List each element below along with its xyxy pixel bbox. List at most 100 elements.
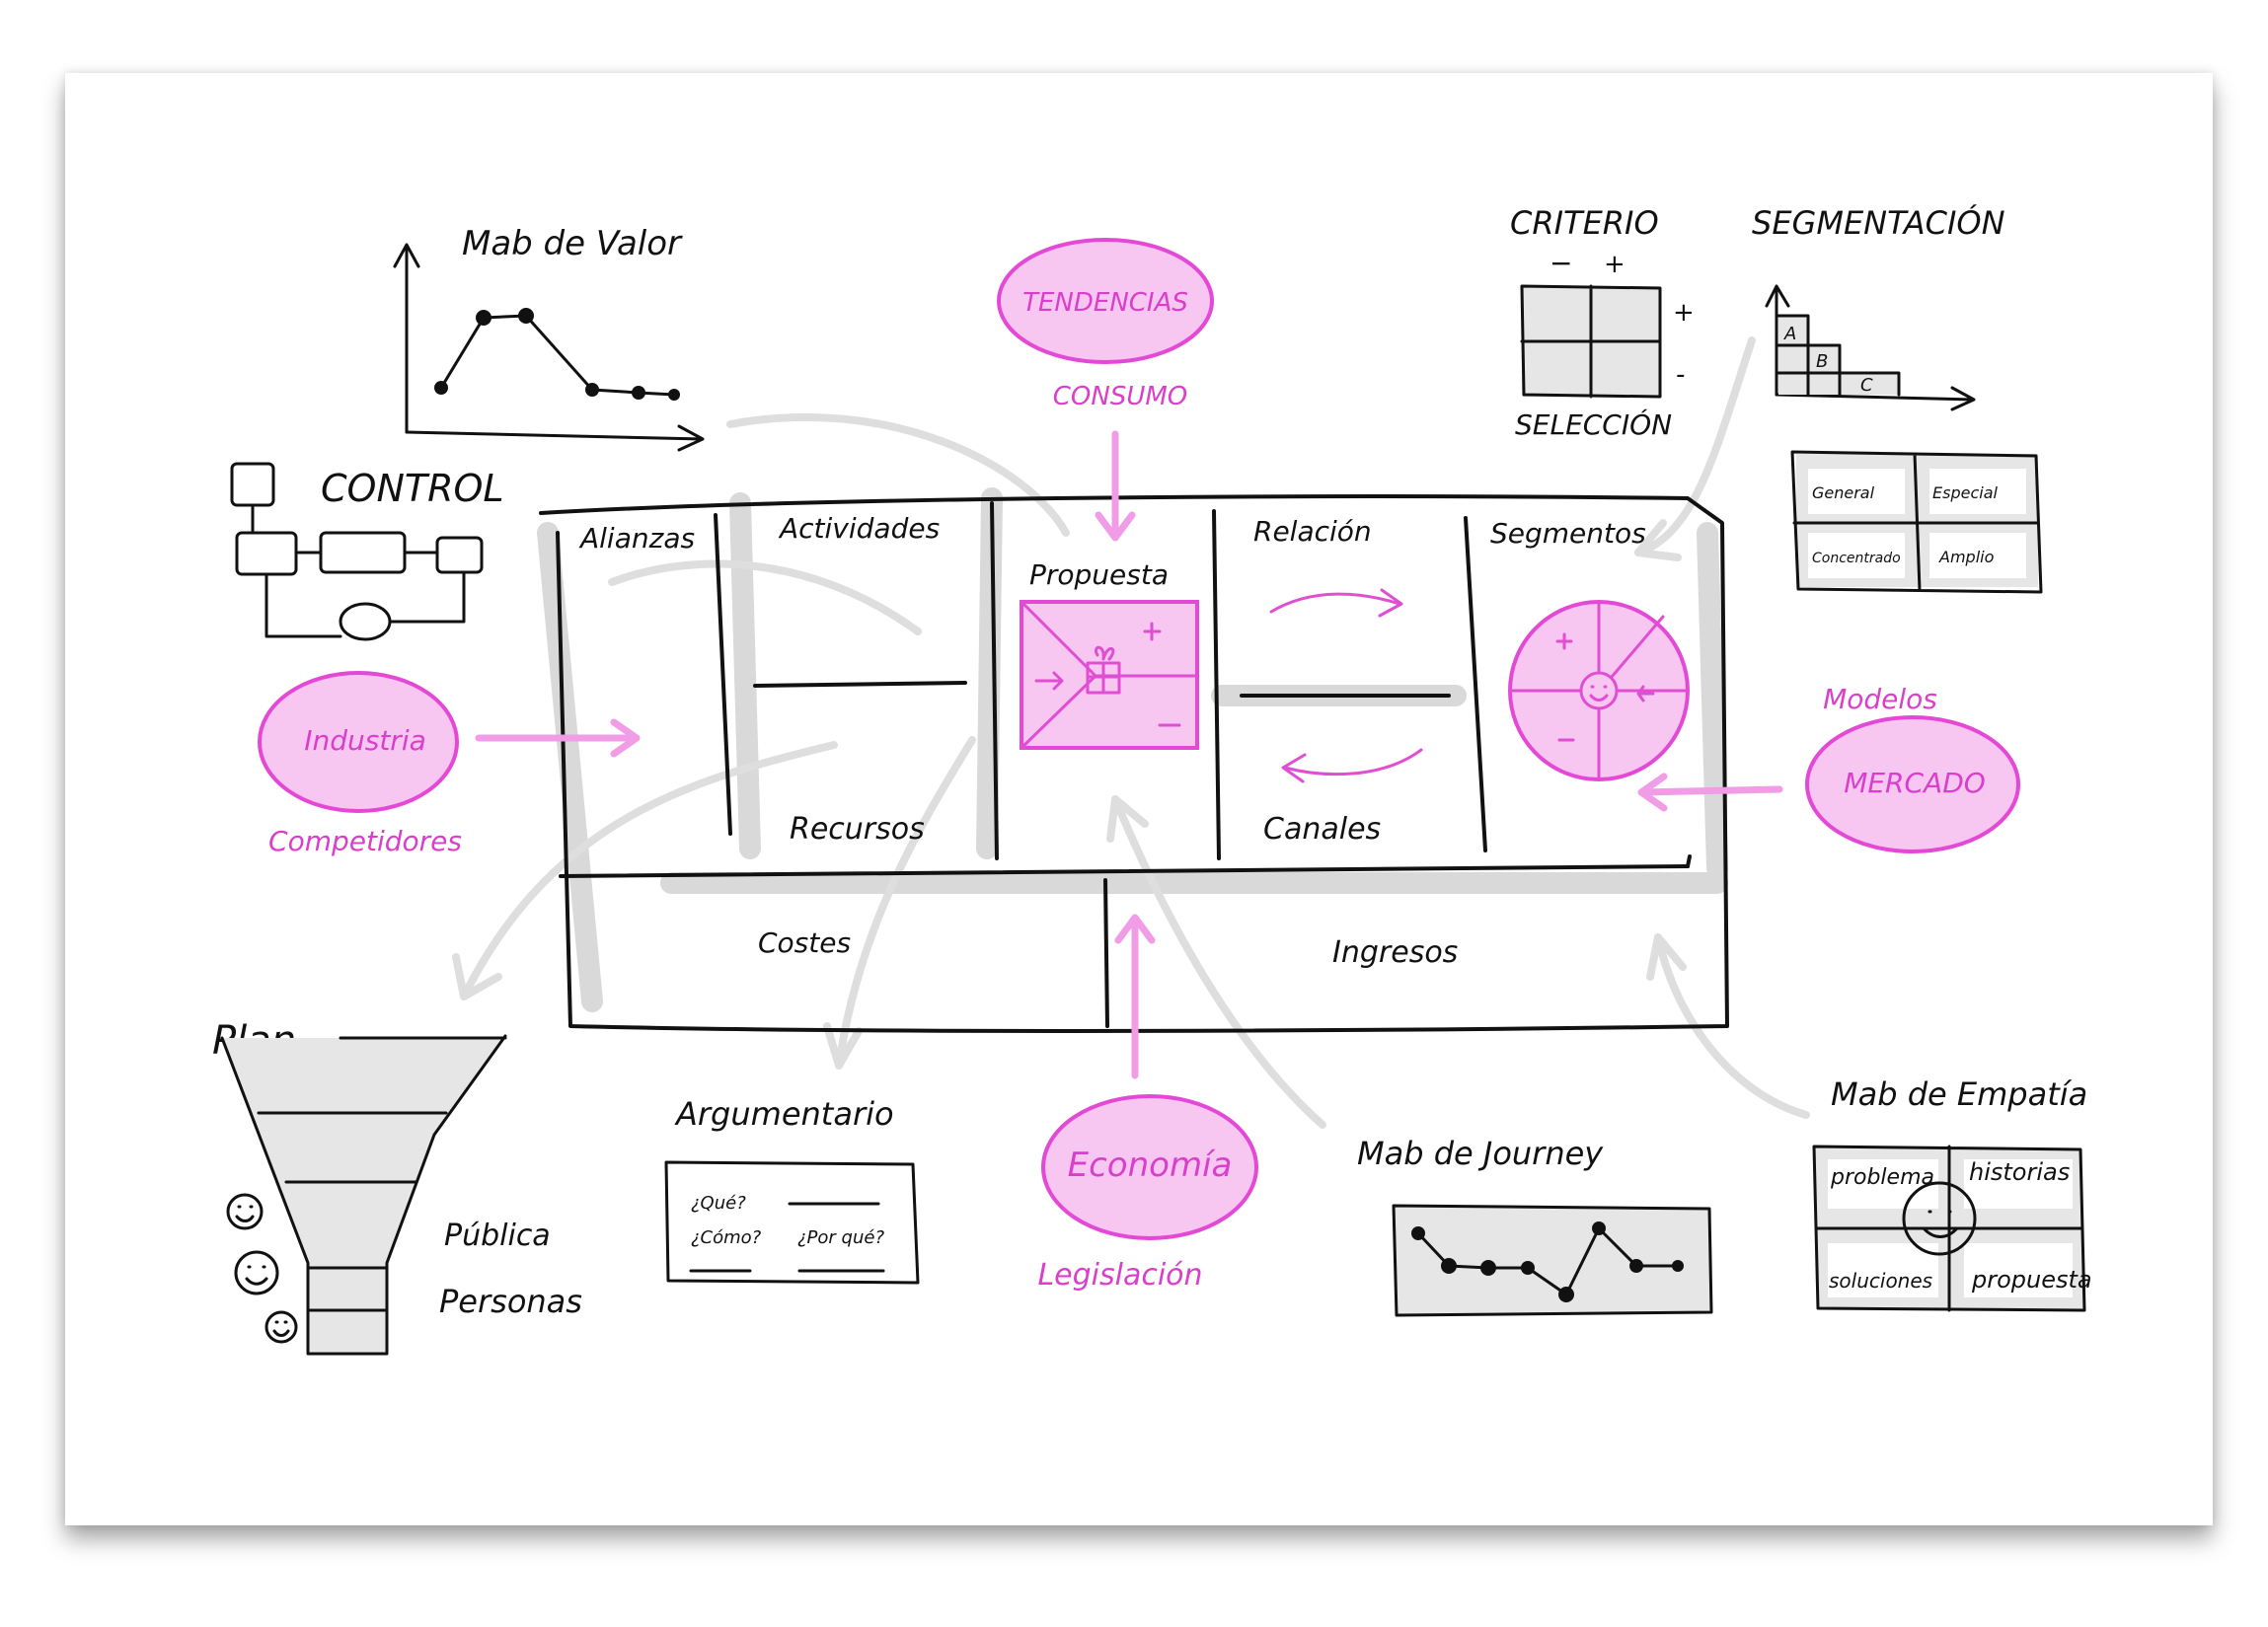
person-face-icon	[226, 1193, 264, 1230]
control-label: CONTROL	[321, 467, 504, 510]
segments-pie-symbols	[1555, 632, 1655, 742]
arguments-lines	[689, 1202, 885, 1273]
empathy-title: Mab de Empatía	[1831, 1075, 2087, 1113]
step-a-shade	[1778, 316, 1808, 395]
value-map-x-axis	[405, 424, 705, 452]
block-activities-label: Actividades	[778, 512, 940, 545]
journey-point	[1672, 1260, 1684, 1272]
trends-arrow-icon	[1095, 430, 1136, 542]
arguments-frame	[664, 1160, 920, 1285]
flow-connectors	[251, 503, 466, 638]
arguments-title: Argumentario	[674, 1095, 894, 1133]
present-bow-icon	[1086, 645, 1121, 695]
market-sub-label: Modelos	[1823, 683, 1937, 715]
flow-node	[235, 531, 298, 576]
journey-point	[1441, 1258, 1457, 1274]
arguments-why: ¿Por qué?	[797, 1227, 884, 1248]
value-map-line	[439, 314, 676, 397]
value-map-point	[585, 383, 599, 397]
segment-cell-especial: Especial	[1932, 483, 1998, 502]
criteria-right-plus: +	[1673, 298, 1695, 328]
segments-face-icon	[1579, 671, 1619, 710]
value-map-title: Mab de Valor	[462, 224, 683, 263]
block-partners-label: Alianzas	[578, 522, 695, 555]
funnel-label-public: Pública	[444, 1219, 551, 1253]
journey-point	[1480, 1260, 1496, 1276]
segment-cell-general: General	[1812, 483, 1875, 502]
segment-cell-bg	[1808, 533, 1905, 578]
segment-cell-amplio: Amplio	[1938, 548, 1995, 566]
value-map-point	[476, 310, 491, 326]
empathy-proposal: propuesta	[1971, 1266, 2092, 1294]
journey-point	[1629, 1259, 1643, 1273]
empathy-cell-bg	[1828, 1159, 1938, 1209]
person-face-details	[272, 1320, 290, 1337]
flow-node-round	[339, 602, 392, 641]
block-channels-label: Canales	[1263, 812, 1381, 847]
trends-ellipse	[997, 238, 1214, 364]
canvas-divider-partners	[714, 513, 732, 836]
canvas-split-tick	[1686, 854, 1692, 868]
segment-cell-bg	[1929, 469, 2026, 514]
block-revenue-label: Ingresos	[1332, 935, 1458, 970]
industry-label: Industria	[304, 724, 426, 757]
segment-cell-bg	[1929, 533, 2026, 578]
segmentation-steps: SEGMENTACIÓN A B C	[1752, 203, 2005, 411]
person-face-icon	[265, 1310, 298, 1344]
journey-shade	[1394, 1206, 1711, 1315]
criteria-grid	[1520, 284, 1662, 399]
canvas-divider-prop	[1212, 509, 1221, 860]
journey-point	[1558, 1287, 1574, 1302]
criteria-title: CRITERIO	[1510, 204, 1659, 242]
empathy-cell-bg	[1964, 1159, 2073, 1209]
empathy-cell-bg	[1828, 1243, 1938, 1297]
value-map-point	[668, 389, 680, 401]
canvas-divider-segments	[1464, 516, 1487, 852]
segments-pie-dividers	[1508, 600, 1690, 781]
canvas-divider-activities-resources	[753, 681, 967, 688]
value-map-point	[434, 381, 448, 395]
block-relationship-label: Relación	[1253, 515, 1372, 548]
person-face-details	[245, 1265, 268, 1286]
control-flowchart: CONTROL	[230, 462, 504, 641]
value-map-y-axis	[393, 243, 420, 434]
step-c-shade	[1840, 373, 1899, 395]
plan-funnel: Plan Pública Personas	[212, 1018, 582, 1356]
market-arrow-icon	[1637, 773, 1783, 812]
economy-label: Economía	[1068, 1146, 1233, 1185]
segmentation-y-axis	[1765, 284, 1790, 397]
block-resources-label: Recursos	[790, 812, 925, 847]
industry-ellipse	[258, 671, 459, 813]
empathy-solutions: soluciones	[1829, 1269, 1932, 1293]
relationship-arrow-left-icon	[1281, 748, 1423, 783]
grey-arrow-arguments	[835, 736, 976, 1070]
grey-arrow-segmentation	[1634, 336, 1756, 556]
grey-arrowhead-journey	[1106, 795, 1149, 843]
flow-node	[435, 536, 484, 574]
empathy-problem: problema	[1830, 1165, 1934, 1190]
segmentation-x-axis	[1775, 386, 1976, 411]
industry-bubble: Industria Competidores	[258, 671, 641, 857]
flow-node	[230, 462, 275, 507]
economy-bubble: Economía Legislación	[1037, 914, 1258, 1293]
market-bubble: MERCADO Modelos	[1637, 683, 2020, 853]
canvas-outline	[539, 494, 1729, 1033]
journey-frame	[1392, 1204, 1713, 1317]
empathy-cell-bg	[1964, 1243, 2073, 1297]
segment-cell-bg	[1808, 469, 1905, 514]
journey-map: Mab de Journey	[1357, 1135, 1713, 1317]
journey-point	[1521, 1261, 1535, 1275]
canvas-divider-activities	[990, 501, 999, 860]
journey-point	[1592, 1221, 1606, 1235]
economy-arrow-icon	[1114, 914, 1156, 1079]
step-b-shade	[1808, 345, 1840, 395]
market-ellipse	[1805, 715, 2020, 853]
empathy-face-icon	[1902, 1181, 1977, 1256]
segment-grid: General Especial Concentrado Amplio	[1790, 450, 2043, 594]
segmentation-title: SEGMENTACIÓN	[1752, 203, 2005, 242]
grey-stroke-right	[1697, 522, 1728, 879]
segment-grid-lines	[1790, 450, 2043, 594]
empathy-face-details	[1923, 1210, 1958, 1238]
empathy-map: Mab de Empatía problema historias soluci…	[1812, 1075, 2092, 1312]
block-segments-label: Segmentos	[1490, 517, 1646, 550]
